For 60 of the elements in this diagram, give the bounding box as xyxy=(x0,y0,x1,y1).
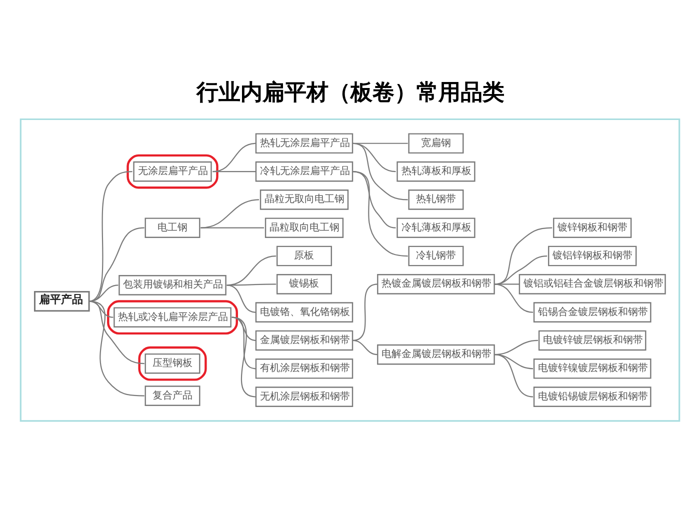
node-box: 无机涂层钢板和钢带 xyxy=(255,386,354,406)
connector xyxy=(352,142,408,144)
node-box: 冷轧钢带 xyxy=(408,245,464,266)
cluster xyxy=(107,300,238,334)
node-box: 无涂层扁平产品 xyxy=(133,160,212,182)
node-box: 镀铝或铝硅合金镀层钢板和钢带 xyxy=(518,274,666,294)
connector xyxy=(88,300,144,396)
node-box: 晶粒取向电工钢 xyxy=(264,217,344,238)
cluster xyxy=(138,346,207,380)
connector xyxy=(88,226,144,302)
node-box: 复合产品 xyxy=(144,385,200,406)
node-box: 包装用镀锡和相关产品 xyxy=(118,274,226,295)
node-box: 铅锡合金镀层钢板和钢带 xyxy=(533,302,652,322)
node-box: 压型钢板 xyxy=(144,352,200,374)
connector xyxy=(200,226,264,228)
connector xyxy=(88,170,132,302)
connector xyxy=(352,283,378,341)
node-box: 金属镀层钢板和钢带 xyxy=(255,330,354,350)
connector xyxy=(232,316,256,341)
connector xyxy=(88,284,118,302)
connector xyxy=(232,316,256,369)
connector xyxy=(352,170,396,228)
node-box: 冷轧薄板和厚板 xyxy=(396,217,476,238)
connector xyxy=(88,300,144,364)
connector xyxy=(352,170,408,256)
node-box: 电镀铬、氧化铬钢板 xyxy=(255,302,354,322)
node-box: 热轧钢带 xyxy=(408,189,464,210)
connector xyxy=(232,316,256,397)
connector xyxy=(494,283,534,312)
node-box: 热轧或冷轧扁平涂层产品 xyxy=(114,306,232,327)
node-box: 热镀金属镀层钢板和钢带 xyxy=(377,274,495,294)
connector xyxy=(226,284,256,312)
cluster xyxy=(126,154,218,188)
connector xyxy=(352,142,408,200)
cluster xyxy=(20,118,680,422)
node-box: 镀锡板 xyxy=(276,274,332,294)
node-box: 热轧薄板和厚板 xyxy=(396,160,476,182)
node-box: 电镀锌镍镀层钢板和钢带 xyxy=(533,358,652,378)
node-box: 电镀锌镀层钢板和钢带 xyxy=(538,330,646,350)
connector xyxy=(212,142,256,172)
connector xyxy=(494,354,534,397)
node-box: 热轧无涂层扁平产品 xyxy=(255,132,354,154)
diagram-title: 行业内扁平材（板卷）常用品类 xyxy=(196,79,505,106)
node-box: 电工钢 xyxy=(144,217,200,238)
node-box: 有机涂层钢板和钢带 xyxy=(255,358,354,378)
node-box: 镀铝锌钢板和钢带 xyxy=(548,245,637,266)
connector xyxy=(352,339,378,355)
node-box: 晶粒无取向电工钢 xyxy=(260,189,349,210)
node-box: 电镀铅锡镀层钢板和钢带 xyxy=(533,386,652,406)
node-box: 扁平产品 xyxy=(34,290,90,312)
connector xyxy=(494,339,538,355)
node-box: 冷轧无涂层扁平产品 xyxy=(255,160,354,182)
node-box: 原板 xyxy=(276,245,332,266)
node-box: 镀锌钢板和钢带 xyxy=(553,217,632,238)
connector xyxy=(200,198,260,228)
connector xyxy=(88,300,114,318)
node-box: 宽扁钢 xyxy=(408,132,464,154)
node-box: 电解金属镀层钢板和钢带 xyxy=(377,344,495,364)
connector xyxy=(226,254,276,286)
connector xyxy=(494,226,552,284)
